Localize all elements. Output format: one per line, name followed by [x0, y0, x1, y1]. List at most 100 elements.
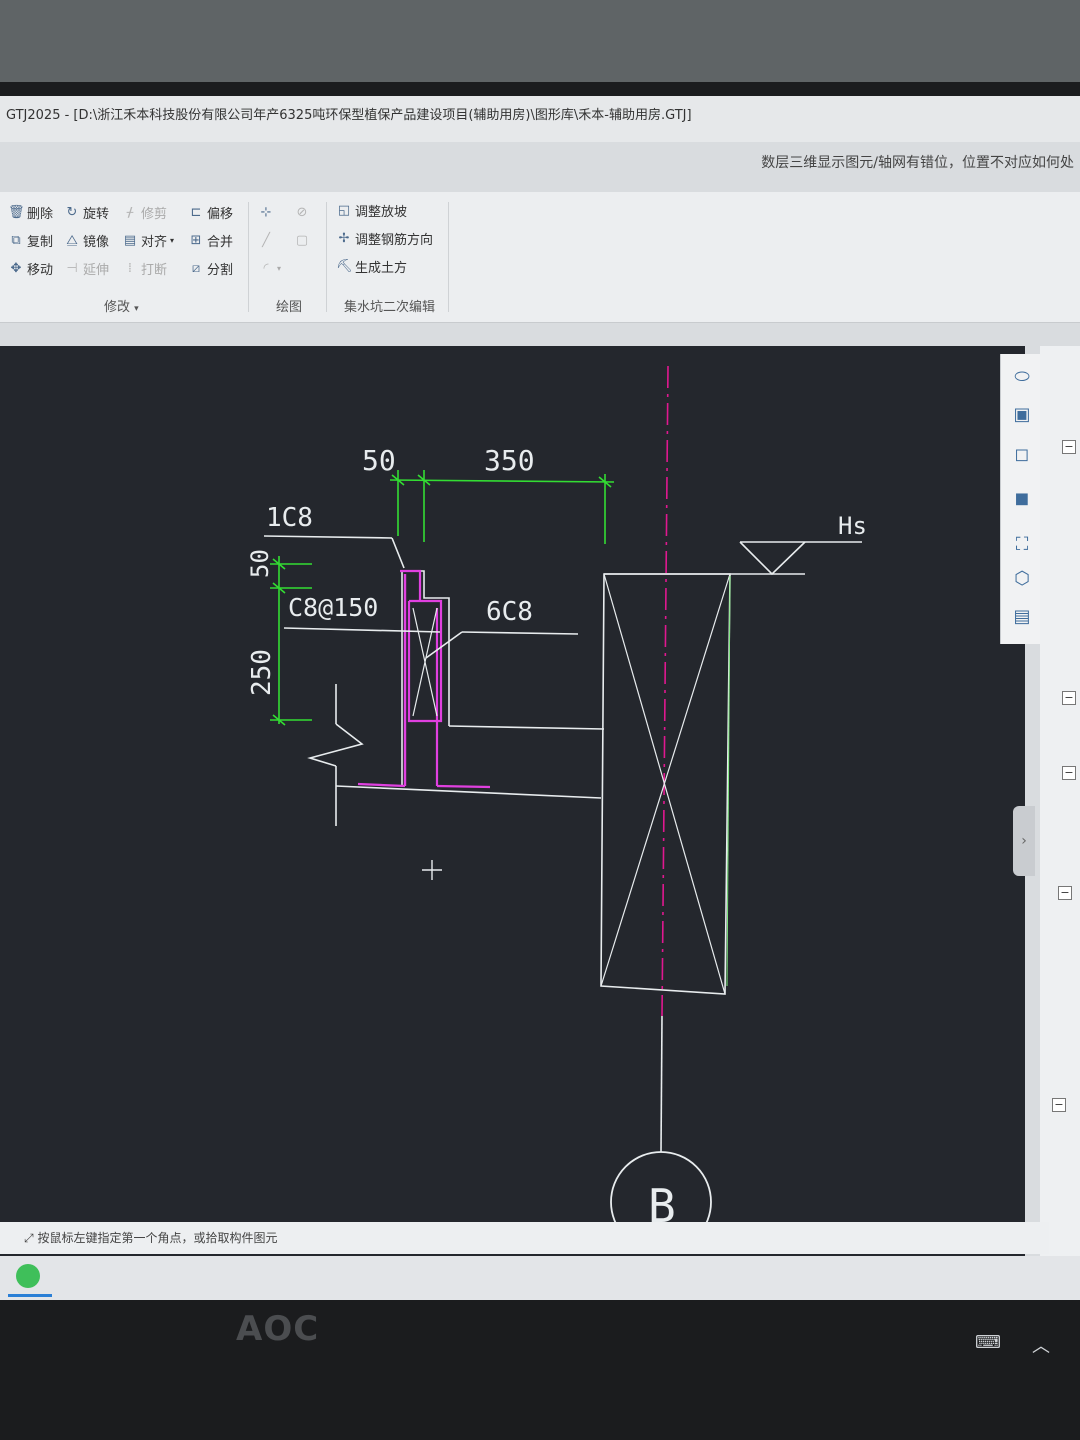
draw-group: ⊹ ⊘ ╱ ▢ ◜▾ 绘图 — [250, 192, 324, 322]
arc-tool-button[interactable]: ◜▾ — [258, 258, 281, 278]
rectangle-icon: ▢ — [295, 232, 309, 248]
6c8-leader-line — [425, 631, 463, 659]
sump-edit-group: ◱调整放坡 ✢调整钢筋方向 ⛏生成土方 集水坑二次编辑 — [328, 192, 448, 322]
pit-diagonal — [600, 573, 731, 987]
cad-drawing-canvas[interactable]: 50 350 1C8 C8@150 6C8 Hs 50 250 B — [0, 346, 1025, 1296]
modify-group-label[interactable]: 修改 ▾ — [104, 296, 139, 315]
break-button[interactable]: ⁞打断 — [122, 258, 167, 278]
generate-earthwork-button[interactable]: ⛏生成土方 — [336, 256, 407, 276]
modify-group-text: 修改 — [104, 300, 131, 315]
align-button[interactable]: ▤对齐▾ — [122, 230, 174, 250]
copy-icon: ⧉ — [11, 232, 21, 248]
dim-text-250: 250 — [247, 649, 277, 696]
monitor-brand-logo: AOC — [236, 1309, 320, 1349]
trash-icon: 🗑 — [8, 204, 25, 220]
dim-text-350: 350 — [484, 444, 535, 477]
dim-tick — [272, 558, 286, 570]
taskbar — [0, 1256, 1080, 1300]
slab-bottom-line — [335, 785, 602, 799]
label-6c8: 6C8 — [486, 597, 533, 627]
circle-check-icon: ⊘ — [296, 204, 308, 220]
collapse-toggle[interactable]: − — [1052, 1098, 1066, 1112]
properties-panel: − − − − − — [1040, 346, 1080, 1300]
axis-line — [661, 365, 669, 1017]
chevron-down-icon: ▾ — [170, 235, 175, 245]
resize-arrow-icon: ⤢ — [24, 1231, 34, 1245]
panel-expand-handle[interactable]: › — [1013, 806, 1035, 876]
offset-button[interactable]: ⊏偏移 — [188, 202, 233, 222]
adjust-slope-button[interactable]: ◱调整放坡 — [336, 200, 407, 220]
merge-icon: ⊞ — [190, 232, 202, 248]
align-label: 对齐 — [141, 234, 168, 250]
group-divider — [448, 202, 449, 312]
crosshair-icon: ⊹ — [260, 204, 272, 220]
curb-leader-slope — [391, 537, 405, 569]
rotate-icon: ↻ — [66, 204, 78, 220]
wechat-app-icon[interactable] — [16, 1264, 40, 1288]
split-button[interactable]: ⧄分割 — [188, 258, 233, 278]
mirror-label: 镜像 — [83, 234, 110, 250]
label-hs: Hs — [838, 512, 867, 540]
extend-button[interactable]: ⊣ 延伸 — [64, 258, 109, 278]
slope-icon: ◱ — [337, 202, 351, 218]
slab-top-line — [448, 725, 605, 730]
adjust-rebar-label: 调整钢筋方向 — [355, 232, 434, 248]
dynamic-observe-icon[interactable]: ⬭ — [1014, 366, 1030, 387]
copy-button[interactable]: ⧉复制 — [8, 230, 53, 250]
stirrup-leader-line — [283, 627, 441, 633]
mirror-button[interactable]: ⧋镜像 — [64, 230, 109, 250]
chevron-down-icon: ▾ — [277, 263, 282, 273]
screen: GTJ2025 - [D:\浙江禾本科技股份有限公司年产6325吨环保型植保产品… — [0, 96, 1080, 1300]
align-icon: ▤ — [123, 232, 137, 248]
earthwork-icon: ⛏ — [336, 258, 353, 274]
chevron-down-icon: ▾ — [134, 304, 139, 314]
view-toolbar: ⬭ ▣ ◻ ◼ ⛶ ⬡ ▤ — [1000, 354, 1041, 644]
move-button[interactable]: ✥移动 — [8, 258, 53, 278]
status-hint: 按鼠标左键指定第一个角点，或拾取构件图元 — [37, 1231, 278, 1245]
break-line-zigzag — [307, 723, 364, 767]
merge-button[interactable]: ⊞合并 — [188, 230, 233, 250]
collapse-toggle[interactable]: − — [1058, 886, 1072, 900]
rect-tool-button[interactable]: ▢ — [294, 230, 310, 250]
collapse-toggle[interactable]: − — [1062, 766, 1076, 780]
delete-label: 删除 — [27, 206, 54, 222]
gen-earthwork-label: 生成土方 — [355, 260, 408, 276]
dim-tick — [598, 476, 612, 488]
fit-view-icon[interactable]: ⛶ — [1015, 534, 1029, 555]
point-tool-button[interactable]: ⊹ — [258, 202, 274, 222]
trim-icon: ᚋ — [126, 204, 134, 220]
line-icon: ╱ — [262, 232, 270, 248]
help-notice-link[interactable]: 数层三维显示图元/轴网有错位，位置不对应如何处 — [761, 155, 1074, 171]
rotate-label: 旋转 — [83, 206, 110, 222]
settings-sheet-icon[interactable]: ▤ — [1013, 606, 1031, 627]
dim-tick — [391, 474, 405, 486]
dim-text-50-top: 50 — [362, 444, 396, 477]
extend-icon: ⊣ — [66, 260, 78, 276]
group-divider — [248, 202, 249, 312]
line-tool-button[interactable]: ╱ — [258, 230, 274, 250]
stirrup-diagonal — [412, 607, 438, 717]
layer-cube-icon[interactable]: ⬡ — [1014, 568, 1030, 589]
rotate-point-button[interactable]: ⊘ — [294, 202, 310, 222]
collapse-toggle[interactable]: − — [1062, 440, 1076, 454]
dim-line-top — [389, 479, 615, 483]
offset-label: 偏移 — [207, 206, 234, 222]
adjust-rebar-direction-button[interactable]: ✢调整钢筋方向 — [336, 228, 433, 248]
group-divider — [326, 202, 327, 312]
delete-button[interactable]: 🗑删除 — [8, 202, 53, 222]
solid-cube-icon[interactable]: ◼ — [1014, 488, 1030, 509]
label-stirrup: C8@150 — [288, 593, 378, 622]
3d-view-icon[interactable]: ▣ — [1013, 404, 1031, 425]
extend-label: 延伸 — [83, 262, 110, 278]
rebar-bottom — [357, 782, 406, 788]
arc-icon: ◜ — [263, 260, 269, 276]
wireframe-cube-icon[interactable]: ◻ — [1014, 444, 1030, 465]
rotate-button[interactable]: ↻ 旋转 — [64, 202, 109, 222]
window-title: GTJ2025 - [D:\浙江禾本科技股份有限公司年产6325吨环保型植保产品… — [0, 96, 1080, 142]
chevron-right-icon: › — [1021, 833, 1027, 849]
collapse-toggle[interactable]: − — [1062, 691, 1076, 705]
dim-text-50-left: 50 — [246, 549, 274, 578]
